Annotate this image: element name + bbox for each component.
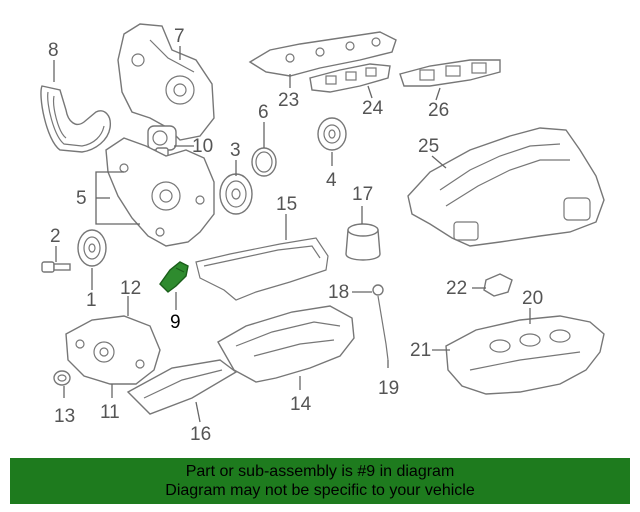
callout-25: 25 [418,136,439,157]
part-o-ring [251,147,277,177]
callout-12: 12 [120,278,141,299]
part-9-highlighted [159,261,189,293]
part-timing-cover-upper [117,23,215,141]
part-bolt [41,261,71,273]
callout-1: 1 [86,290,97,311]
callout-9: 9 [170,312,181,333]
part-dipstick [372,284,389,361]
leader-lines [53,46,531,423]
callout-22: 22 [446,278,467,299]
part-pulley [77,229,107,267]
part-sprocket-3 [219,173,253,215]
callout-17: 17 [352,184,373,205]
part-gear-4 [317,117,347,151]
part-oil-filter [345,223,381,261]
part-gasket-23 [248,31,397,77]
part-gasket-24 [309,63,391,93]
callout-26: 26 [428,100,449,121]
callout-7: 7 [174,26,185,47]
part-intake-manifold [407,127,605,247]
callout-20: 20 [522,288,543,309]
callout-13: 13 [54,406,75,427]
callout-24: 24 [362,98,384,119]
part-gasket-26 [399,59,501,87]
callout-6: 6 [258,102,269,123]
callout-15: 15 [276,194,297,215]
banner-line-1: Part or sub-assembly is #9 in diagram [185,463,455,480]
callout-11: 11 [100,402,120,423]
part-washer [53,370,71,386]
callout-16: 16 [190,424,211,445]
callout-19: 19 [378,378,399,399]
part-pan-gasket [195,237,329,301]
callout-8: 8 [48,40,59,61]
part-belt [40,85,111,153]
callout-4: 4 [326,170,337,191]
callout-5: 5 [76,188,87,209]
callout-2: 2 [50,226,61,247]
banner-line-2: Diagram may not be specific to your vehi… [165,482,475,499]
info-banner: Part or sub-assembly is #9 in diagram Di… [10,458,630,504]
callout-labels: 8 7 10 5 3 6 4 2 1 23 24 26 25 17 15 9 1… [48,26,543,445]
part-oil-pan [217,305,355,383]
part-windage-tray [126,359,238,415]
callout-21: 21 [410,340,431,361]
part-gasket-22 [483,273,513,297]
part-timing-cover-front [105,137,215,247]
callout-3: 3 [230,140,241,161]
callout-18: 18 [328,282,349,303]
part-oil-pump [65,315,161,385]
callout-14: 14 [290,394,312,415]
callout-23: 23 [278,90,299,111]
part-valve-cover [445,315,605,395]
callout-10: 10 [192,136,213,157]
